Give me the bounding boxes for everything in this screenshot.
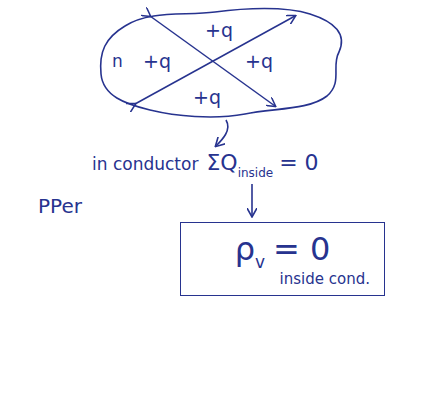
charge-label: +q	[193, 88, 221, 107]
charge-label: +q	[205, 21, 233, 40]
equation-part: ΣQ	[206, 150, 237, 175]
note-line: inside cond.	[195, 271, 370, 287]
conductor-region: +q +q +q +q	[95, 4, 350, 120]
note-text: PPer	[38, 196, 82, 216]
flow-arrow	[251, 184, 253, 216]
equation-part: = 0	[279, 150, 318, 175]
note-text: in conductor	[92, 154, 198, 174]
charge-label: +q	[245, 52, 273, 71]
equation-line: in conductorΣQinside= 0	[92, 152, 319, 174]
flow-arrow	[216, 120, 228, 146]
equation-part: = 0	[273, 230, 330, 268]
result-box: ρv= 0inside cond.	[180, 222, 385, 296]
equation-part: v	[255, 252, 265, 272]
handwritten-note: n	[112, 53, 123, 70]
equation-part: inside	[238, 166, 274, 180]
charge-label: +q	[143, 52, 171, 71]
equation-part: ρ	[235, 230, 255, 268]
note-text: inside cond.	[280, 270, 370, 288]
blob-outline-path	[101, 9, 342, 117]
equation-line: ρv= 0	[195, 233, 370, 265]
